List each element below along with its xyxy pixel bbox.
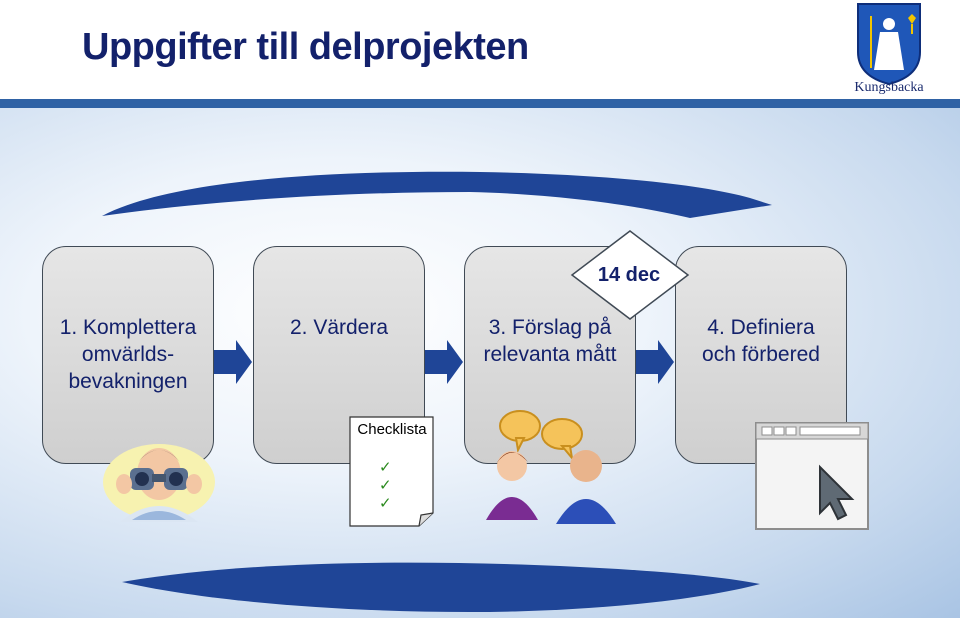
- check-mark-2: ✓: [379, 477, 392, 494]
- checklist-document-icon: [349, 416, 434, 527]
- step-3-label: 3. Förslag på relevanta mått: [483, 316, 617, 366]
- browser-window-icon: [755, 422, 869, 530]
- discussion-people-icon: [486, 410, 616, 524]
- title-underline: [0, 99, 960, 108]
- milestone-date: 14 dec: [597, 264, 661, 286]
- bottom-curved-arrow: [122, 562, 760, 612]
- page-title: Uppgifter till delprojekten: [82, 26, 529, 68]
- kungsbacka-logo-icon: [857, 3, 921, 86]
- check-mark-3: ✓: [379, 495, 392, 512]
- arrow-3-to-4: [636, 340, 674, 384]
- step-box-1: [42, 246, 214, 464]
- step-1-label: 1. Komplettera omvärlds- bevakningen: [59, 316, 197, 393]
- step-4-label: 4. Definiera och förbered: [702, 316, 820, 366]
- arrow-1-to-2: [214, 340, 252, 384]
- arrow-2-to-3: [425, 340, 463, 384]
- check-mark-1: ✓: [379, 459, 392, 476]
- logo-text: Kungsbacka: [854, 80, 924, 95]
- top-curved-arrow: [102, 171, 772, 218]
- milestone-diamond: [570, 230, 690, 320]
- checklist-title: Checklista: [357, 421, 427, 438]
- step-2-label: 2. Värdera: [289, 316, 389, 339]
- binoculars-person-icon: [103, 444, 215, 522]
